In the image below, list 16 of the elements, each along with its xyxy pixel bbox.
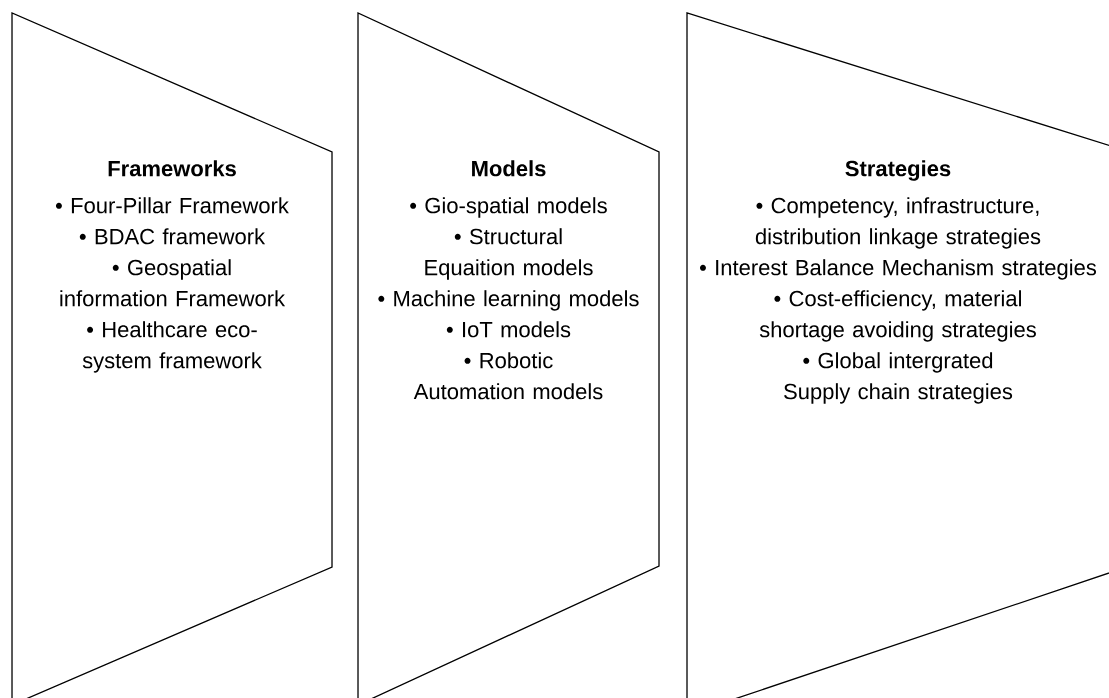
heading-text: Frameworks [108,160,236,177]
bullet-item: • Interest Balance Mechanism strategies [700,259,1097,280]
bullet-item: • Machine learning models [378,290,639,311]
bullet-item: • Geospatial information Framework [60,259,286,307]
bullet-item: • Global intergrated Supply chain strategies [784,352,1013,404]
bullet-item: • Gio-spatial models [410,197,607,218]
bullet-item: • IoT models [446,321,571,338]
bullet-item: • Competency, infrastructure, distribution linkage strategies [755,197,1041,249]
bullet-item: • Robotic Automation models [413,352,603,400]
bullet-item: • Cost-efficiency, material shortage avoiding strategies [759,290,1036,342]
bullet-item: • Healthcare eco-system framework [82,321,262,373]
heading-text: Strategies [845,160,951,181]
bullet-item: • Structural Equaition models [425,228,593,280]
heading-text: Models [472,160,546,177]
bullet-item: • Four-Pillar Framework [55,197,289,214]
bullet-item: • BDAC framework [79,228,266,245]
